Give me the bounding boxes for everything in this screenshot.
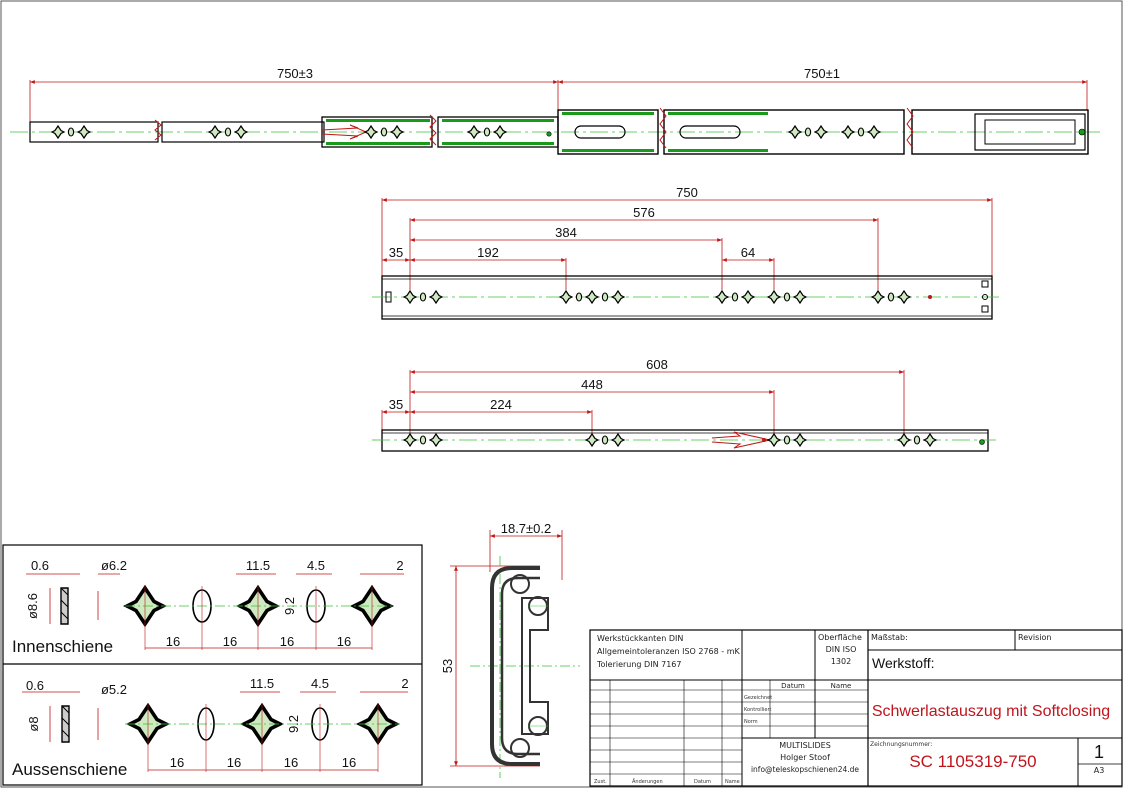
tb-surface-std2: 1302 (831, 657, 851, 666)
dim-4-5: 4.5 (307, 558, 325, 573)
tb-gezeichnet: Gezeichnet (744, 695, 772, 701)
dim-18-7: 18.7±0.2 (501, 521, 552, 536)
tb-name2: Name (725, 779, 740, 785)
tb-person: Holger Stoof (780, 753, 830, 762)
dim-d8-6: ø8.6 (25, 593, 40, 619)
dim-11-5b: 11.5 (250, 676, 274, 691)
dim-d8: ø8 (26, 716, 41, 731)
dim-0-6b: 0.6 (26, 678, 44, 693)
dim-608: 608 (646, 357, 668, 372)
dim-750: 750 (676, 185, 698, 200)
tb-company: MULTISLIDES (779, 741, 831, 750)
aussenschiene-title: Aussenschiene (12, 760, 127, 779)
tb-name: Name (831, 682, 852, 690)
tb-datum: Datum (781, 682, 805, 690)
tb-drawing-no-label: Zeichnungsnummer: (870, 741, 932, 748)
tb-scale-label: Maßstab: (871, 633, 908, 642)
dim-35: 35 (389, 245, 403, 260)
tb-note-1: Werkstückkanten DIN (597, 634, 683, 643)
dim-4-5b: 4.5 (311, 676, 329, 691)
spacing-2: 16 (223, 634, 237, 649)
dim-d6-2: ø6.2 (101, 558, 127, 573)
dim-64: 64 (741, 245, 755, 260)
dim-576: 576 (633, 205, 655, 220)
dim-384: 384 (555, 225, 577, 240)
tb-description: Schwerlastauszug mit Softclosing (872, 703, 1110, 720)
dim-750-3: 750±3 (277, 66, 313, 81)
tb-kontrolliert: Kontrolliert (744, 707, 772, 713)
title-block-text: Werkstückkanten DIN Allgemeintoleranzen … (594, 633, 1110, 785)
innenschiene-title: Innenschiene (12, 637, 113, 656)
dim-2b: 2 (401, 676, 408, 691)
inner-rail-view: 608 448 35 224 (372, 357, 996, 452)
dim-11-5: 11.5 (246, 558, 270, 573)
tb-material-label: Werkstoff: (872, 655, 935, 671)
spacing-1: 16 (166, 634, 180, 649)
tb-format: A3 (1094, 766, 1105, 775)
spacing-o4: 16 (342, 755, 356, 770)
title-block (589, 629, 1123, 787)
spacing-o1: 16 (170, 755, 184, 770)
detail-innenschiene: 0.6 ø6.2 11.5 4.5 2 ø8.6 9.2 (12, 558, 404, 656)
hole-detail-box: 0.6 ø6.2 11.5 4.5 2 ø8.6 9.2 (2, 544, 423, 786)
tb-sheet-no: 1 (1094, 742, 1104, 762)
tb-zust: Zust. (594, 779, 607, 785)
dim-35b: 35 (389, 397, 403, 412)
tb-norm: Norm (744, 719, 758, 725)
tb-revision-label: Revision (1018, 633, 1051, 642)
dim-d5-2: ø5.2 (101, 682, 127, 697)
spacing-3: 16 (280, 634, 294, 649)
top-assembly-view: 750±3 750±1 (10, 66, 1100, 155)
dim-224: 224 (490, 397, 512, 412)
outer-rail-view: 750 576 384 35 192 64 (372, 185, 1000, 320)
tb-surface-std1: DIN ISO (826, 645, 857, 654)
dim-2: 2 (396, 558, 403, 573)
tb-email: info@teleskopschienen24.de (751, 765, 859, 774)
tb-drawing-no: SC 1105319-750 (909, 752, 1036, 771)
spacing-4: 16 (337, 634, 351, 649)
profile-cross-section: 18.7±0.2 53 (440, 521, 580, 778)
spacing-o3: 16 (284, 755, 298, 770)
tb-datum2: Datum (694, 779, 711, 785)
spacing-o2: 16 (227, 755, 241, 770)
dim-448: 448 (581, 377, 603, 392)
tb-note-2: Allgemeintoleranzen ISO 2768 - mK (597, 647, 741, 656)
dim-750-1: 750±1 (804, 66, 840, 81)
dim-192: 192 (477, 245, 499, 260)
tb-note-3: Tolerierung DIN 7167 (596, 660, 681, 669)
tb-aenderungen: Änderungen (632, 778, 663, 785)
dim-53: 53 (440, 659, 455, 673)
detail-aussenschiene: 0.6 ø5.2 11.5 4.5 2 ø8 9.2 (12, 676, 409, 779)
tb-surface-label: Oberfläche (818, 633, 862, 642)
dim-0-6: 0.6 (31, 558, 49, 573)
